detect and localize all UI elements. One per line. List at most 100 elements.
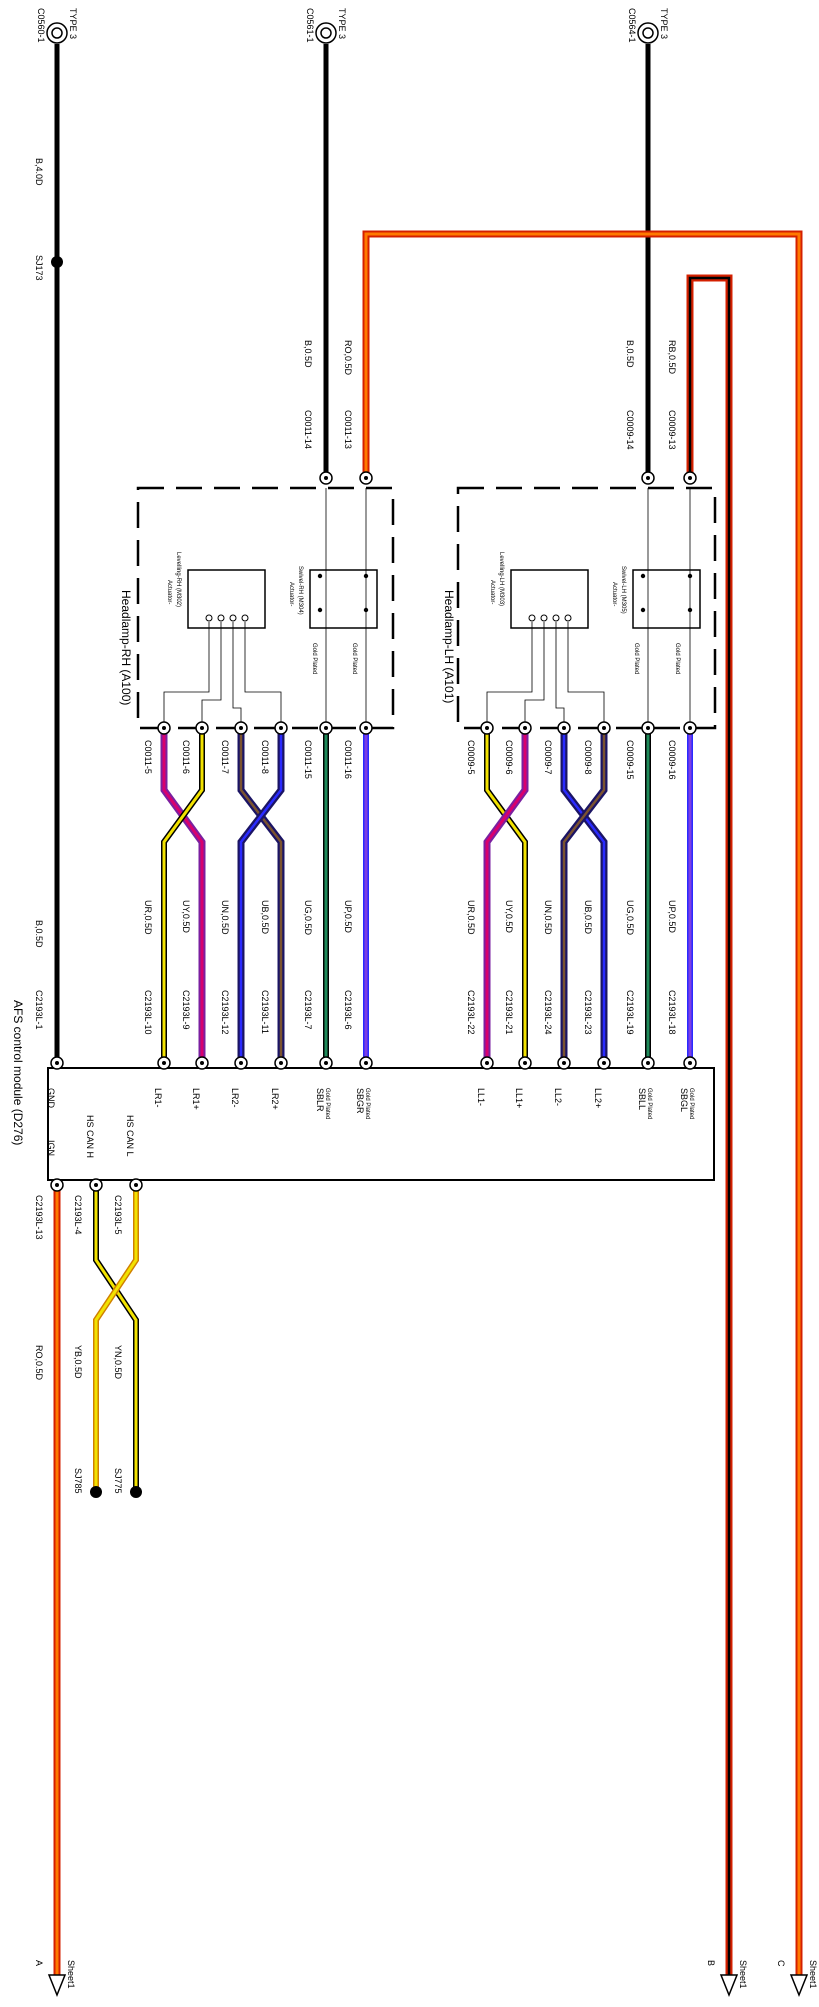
- wire-rb-lh-feed: [686, 274, 733, 1975]
- module-pin-sbll: SBLL: [637, 1088, 647, 1110]
- sheet-arrow-b: [719, 1974, 739, 1998]
- pin-label-lh-head: C0009-6: [504, 740, 514, 775]
- pin-label-rh-mod: C2193L-11: [260, 990, 270, 1034]
- pin-label-c2193l-13: C2193L-13: [34, 1195, 44, 1240]
- gold-plated-lh-b: Gold Plated: [674, 643, 680, 674]
- connector-type-c0560: TYPE 3: [68, 8, 78, 39]
- rh-wires: [160, 728, 369, 1068]
- pin-label-c2193l-1: C2193L-1: [34, 990, 44, 1030]
- pin-label-lh-mod: C2193L-23: [583, 990, 593, 1035]
- actuator-swivel-rh-a: Actuator-: [288, 582, 294, 606]
- module-pin-ll1p: LL1+: [514, 1088, 524, 1108]
- module-pin-ign: IGN: [46, 1140, 56, 1156]
- pin-label-rh-mod: C2193L-12: [220, 990, 230, 1035]
- pin-label-lh-mod: C2193L-24: [543, 990, 553, 1035]
- sheet-letter-a: A: [34, 1960, 44, 1966]
- actuator-levelling-rh-b: Levelling-RH (M302): [175, 552, 181, 607]
- afs-module-box: [47, 1067, 715, 1181]
- module-gold-plated: Gold Plated: [364, 1088, 370, 1119]
- module-pin-lr1p: LR1+: [191, 1088, 201, 1110]
- splice-sj173: [51, 256, 63, 268]
- wire-label-yb05d: YB,0.5D: [73, 1345, 83, 1379]
- top-connector-c0560: [46, 22, 68, 44]
- wire-label-rh: UY,0.5D: [181, 900, 191, 933]
- module-gold-plated: Gold Plated: [646, 1088, 652, 1119]
- module-pin-hs-can-l: HS CAN L: [125, 1115, 135, 1157]
- wire-label-b05d-module: B,0.5D: [34, 920, 44, 948]
- pin-label-c0009-13: C0009-13: [667, 410, 677, 450]
- pin-label-rh-head: C0011-15: [303, 740, 313, 779]
- wire-label-lh: UR,0.5D: [466, 900, 476, 935]
- pin-label-c0011-13: C0011-13: [343, 410, 353, 449]
- headlamp-lh-title: Headlamp-LH (A101): [442, 590, 456, 703]
- gold-plated-rh-b: Gold Plated: [351, 643, 357, 674]
- sheet-arrow-c: [789, 1974, 809, 1998]
- module-gold-plated: Gold Plated: [688, 1088, 694, 1119]
- pin-label-rh-head: C0011-5: [143, 740, 153, 774]
- pin-label-rh-mod: C2193L-7: [303, 990, 313, 1030]
- module-pin-hs-can-h: HS CAN H: [85, 1115, 95, 1158]
- wire-label-b05d-lh: B,0.5D: [625, 340, 635, 368]
- pin-label-c0011-14: C0011-14: [303, 410, 313, 449]
- connector-type-c0561: TYPE 3: [337, 8, 347, 39]
- top-connector-c0561: [315, 22, 337, 44]
- actuator-levelling-lh-b: Levelling-LH (M303): [498, 552, 504, 606]
- module-pin-sblr: SBLR: [315, 1088, 325, 1112]
- splice-sj775: [130, 1486, 142, 1498]
- actuator-levelling-lh-a: Actuator-: [489, 580, 495, 604]
- headlamp-rh-title: Headlamp-RH (A100): [119, 590, 133, 705]
- sheet-arrow-a: [47, 1974, 67, 1998]
- pin-label-lh-head: C0009-5: [466, 740, 476, 775]
- pin-label-lh-mod: C2193L-22: [466, 990, 476, 1035]
- lh-wires: [483, 728, 693, 1068]
- pin-label-rh-mod: C2193L-6: [343, 990, 353, 1030]
- wire-label-rh: UN,0.5D: [220, 900, 230, 935]
- connector-label-c0560: C0560-1: [36, 8, 46, 43]
- wire-label-lh: UP,0.5D: [667, 900, 677, 933]
- pin-label-rh-head: C0011-16: [343, 740, 353, 779]
- splice-sj785: [90, 1486, 102, 1498]
- wire-label-b05d-rh: B,0.5D: [303, 340, 313, 368]
- wire-ro-rh-feed: [362, 230, 803, 1975]
- module-pin-gnd: GND: [46, 1088, 56, 1109]
- pin-label-rh-head: C0011-8: [260, 740, 270, 774]
- pin-label-c2193l-4: C2193L-4: [73, 1195, 83, 1235]
- connector-label-c0564: C0564-1: [627, 8, 637, 43]
- pin-label-rh-mod: C2193L-10: [143, 990, 153, 1035]
- pin-label-c2193l-5: C2193L-5: [113, 1195, 123, 1235]
- module-gold-plated: Gold Plated: [324, 1088, 330, 1119]
- wire-label-ro05d-rh: RO,0.5D: [343, 340, 353, 376]
- pin-label-rh-mod: C2193L-9: [181, 990, 191, 1030]
- pin-label-rh-head: C0011-6: [181, 740, 191, 774]
- wire-label-rb05d-lh: RB,0.5D: [667, 340, 677, 375]
- gold-plated-rh-a: Gold Plated: [311, 643, 317, 674]
- module-pin-lr2m: LR2-: [230, 1088, 240, 1108]
- afs-module-title: AFS control module (D276): [11, 1000, 25, 1145]
- pin-label-c0009-14: C0009-14: [625, 410, 635, 450]
- splice-label-sj173: SJ173: [34, 255, 44, 281]
- wire-label-lh: UY,0.5D: [504, 900, 514, 933]
- pin-label-lh-head: C0009-7: [543, 740, 553, 775]
- pin-label-lh-mod: C2193L-18: [667, 990, 677, 1035]
- splice-label-sj775: SJ775: [113, 1468, 123, 1494]
- pin-label-lh-head: C0009-8: [583, 740, 593, 775]
- actuator-swivel-lh-a: Actuator-: [611, 582, 617, 606]
- headlamp-lh: [456, 486, 717, 730]
- module-pin-ll2m: LL2-: [553, 1088, 563, 1106]
- connector-label-c0561: C0561-1: [305, 8, 315, 43]
- top-connector-c0564: [637, 22, 659, 44]
- sheet-name-a: Sheet1: [66, 1960, 76, 1989]
- headlamp-rh: [136, 486, 395, 730]
- sheet-letter-b: B: [706, 1960, 716, 1966]
- pin-label-lh-mod: C2193L-19: [625, 990, 635, 1035]
- can-wires: [93, 1180, 139, 1490]
- actuator-swivel-lh-b: Swivel-LH (M305): [620, 566, 626, 614]
- splice-label-sj785: SJ785: [73, 1468, 83, 1494]
- gold-plated-lh-a: Gold Plated: [633, 643, 639, 674]
- wire-label-yn05d: YN,0.5D: [113, 1345, 123, 1380]
- wire-label-b40d: B,4.0D: [34, 158, 44, 186]
- module-pin-sbgr: SBGR: [355, 1088, 365, 1114]
- wire-label-rh: UG,0.5D: [303, 900, 313, 936]
- module-pin-lr1m: LR1-: [153, 1088, 163, 1108]
